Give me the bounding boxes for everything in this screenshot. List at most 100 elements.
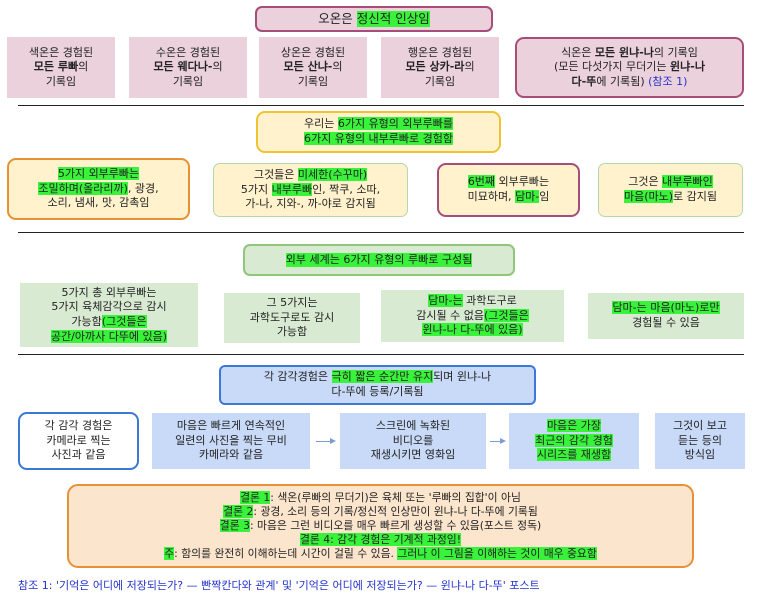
five-gross-l3a: 가능함: [71, 315, 102, 328]
arrow-right-2: [490, 438, 506, 444]
five-gross-l3b: (그것들은: [101, 315, 147, 328]
conclusion-1: 결론 1: 색온(루빠의 무더기)은 육체 또는 '루빠의 집합'이 아님: [164, 490, 597, 505]
dhamma-not-monitored-box: 담마-는 과학도구로 감시될 수 없음(그것들은 윈냐-나 다-뚜에 있음): [381, 290, 564, 342]
mind-replay-l2: 최근의 감각 경험: [535, 433, 613, 447]
mind-replay-l1: 마음은 가장: [546, 419, 602, 433]
subtle-internal-l2a: 5가지: [240, 182, 272, 196]
movie-camera-l3: 카메라와 같음: [198, 448, 264, 462]
scientific-tools-l2: 과학도구로도 감시: [249, 310, 335, 324]
dhamma-not-monitored-l3: 윈냐-나 다-뚜에 있음): [422, 323, 523, 337]
seeing-hearing-box: 그것이 보고 듣는 등의 방식임: [655, 413, 745, 469]
dhamma-not-monitored-l1b: 과학도구로: [462, 294, 517, 308]
aggregate-consciousness-l3a: 다-뚜: [571, 74, 597, 88]
camera-photo-box: 각 감각 경험은 카메라로 찍는 사진과 같음: [18, 412, 139, 470]
aggregate-consciousness-l2a: (모든 다섯가지 무더기는: [554, 60, 671, 74]
conclusion-4-text: 결론 4: 감각 경험은 기계적 과정임!: [299, 533, 462, 547]
five-external-rupa-box: 5가지 외부루빠는 조밀하며(올라리까), 광경, 소리, 냄새, 맛, 감촉임: [7, 158, 190, 220]
separator-3: [18, 354, 744, 355]
sixth-external-l1b: 외부루빠는: [495, 175, 550, 189]
movie-camera-l2: 일련의 사진을 찍는 무비: [175, 433, 287, 447]
mind-internal-l1b: 내부루빠인: [662, 175, 713, 189]
conclusion-2: 결론 2: 광경, 소리 등의 기록/정신적 인상만이 윈냐-나 다-뚜에 기록…: [164, 504, 597, 519]
dhamma-not-monitored-line3: 윈냐-나 다-뚜에 있음): [416, 323, 529, 338]
separator-1: [18, 105, 744, 106]
movie-camera-box: 마음은 빠르게 연속적인 일련의 사진을 찍는 무비 카메라와 같음: [152, 413, 310, 469]
subtle-internal-rupa-box: 그것들은 미세한(수꾸마) 5가지 내부루빠인, 짝쿠, 소따, 가-나, 지와…: [213, 163, 408, 217]
five-external-l1: 5가지 외부루빠는: [57, 167, 140, 181]
conclusion-3: 결론 3: 마음은 그런 비디오를 매우 빠르게 생성할 수 있음(포스트 정독…: [164, 518, 597, 533]
video-playback-box: 스크린에 녹화된 비디오를 재생시키면 영화임: [340, 413, 486, 469]
aggregate-form-line1: 색온은 경험된: [28, 45, 94, 59]
conclusion-2-text: : 광경, 소리 등의 기록/정신적 인상만이 윈냐-나 다-뚜에 기록됨: [253, 504, 538, 518]
five-external-l3: 소리, 냄새, 맛, 감촉임: [47, 196, 150, 210]
aggregate-formations-suffix: 의: [464, 60, 475, 74]
aggregate-consciousness-line2: (모든 다섯가지 무더기는 윈냐-나: [554, 60, 705, 75]
aggregate-perception-line3: 기록임: [297, 74, 329, 88]
five-external-l2a: 조밀하며(올라리까): [38, 181, 128, 195]
six-rupa-line2: 6가지 유형의 내부루빠로 경험함: [303, 132, 454, 147]
video-playback-l3: 재생시키면 영화임: [370, 448, 456, 462]
sixth-external-l2b: 담마-: [515, 190, 540, 203]
aggregate-feeling-suffix: 의: [212, 60, 223, 74]
six-rupa-line1: 우리는 6가지 유형의 외부루빠를: [303, 117, 454, 132]
title-highlight: 정신적 인상임: [356, 10, 430, 28]
five-external-line1: 5가지 외부루빠는: [38, 167, 158, 182]
mind-replay-line3: 시리즈를 재생함: [535, 448, 613, 463]
video-playback-l1: 스크린에 녹화된: [375, 419, 451, 433]
five-gross-l1: 5가지 총 외부루빠는: [61, 285, 157, 299]
mind-replay-box: 마음은 가장 최근의 감각 경험 시리즈를 재생함: [509, 413, 639, 469]
six-rupa-l1a: 우리는: [303, 117, 338, 131]
seeing-hearing-l1: 그것이 보고: [672, 419, 728, 433]
seeing-hearing-l2: 듣는 등의: [678, 433, 722, 447]
conclusion-box: 결론 1: 색온(루빠의 무더기)은 육체 또는 '루빠의 집합'이 아님 결론…: [67, 484, 694, 568]
sense-experience-l1a: 각 감각경험은: [263, 370, 332, 384]
sense-experience-l1b: 극히 짧은 순간만 유지: [331, 370, 434, 384]
conclusion-1-label: 결론 1: [240, 490, 271, 504]
title-prefix: 오온은: [318, 10, 357, 26]
reference-link[interactable]: (참조 1): [648, 74, 688, 88]
six-rupa-box: 우리는 6가지 유형의 외부루빠를 6가지 유형의 내부루빠로 경험함: [256, 111, 501, 153]
camera-photo-l3: 사진과 같음: [51, 448, 106, 462]
sense-experience-l2: 다-뚜에 등록/기록됨: [331, 385, 424, 398]
aggregate-consciousness-l1c: 의 기록임: [653, 45, 698, 59]
subtle-internal-l3: 가-나, 지와-, 까-야로 감지됨: [245, 197, 376, 211]
aggregate-formations-line2: 모든 상카-라의: [405, 60, 474, 75]
aggregate-form-line3: 기록임: [45, 74, 77, 88]
aggregate-box-form: 색온은 경험된 모든 루빠의 기록임: [7, 37, 115, 98]
five-gross-rupa-box: 5가지 총 외부루빠는 5가지 육체감각으로 감시 가능함(그것들은 공간/아까…: [20, 283, 198, 347]
dhamma-mind-only-line1: 담마-는 마음(마노)로만: [612, 301, 720, 316]
five-external-line2: 조밀하며(올라리까), 광경,: [38, 181, 159, 197]
aggregate-consciousness-l3b: 에 기록됨): [596, 74, 649, 88]
separator-2: [18, 232, 744, 233]
title-box: 오온은 정신적 인상임: [255, 6, 493, 32]
aggregate-form-bold: 모든 루빠: [33, 60, 79, 74]
subtle-internal-line1: 그것들은 미세한(수꾸마): [241, 168, 380, 183]
mind-replay-line1: 마음은 가장: [535, 419, 613, 434]
mind-internal-l2a: 마음(마노): [623, 190, 674, 203]
scientific-tools-l3: 가능함: [276, 325, 308, 339]
conclusion-3-text: : 마음은 그런 비디오를 매우 빠르게 생성할 수 있음(포스트 정독): [249, 518, 542, 532]
aggregate-box-consciousness: 식온은 모든 윈냐-나의 기록임 (모든 다섯가지 무더기는 윈냐-나 다-뚜에…: [515, 37, 744, 98]
five-external-l2b: , 광경,: [127, 181, 159, 195]
six-rupa-l2: 6가지 유형의 내부루빠로 경험함: [303, 132, 454, 145]
five-gross-line4: 공간/아까사 다뚜에 있음): [50, 329, 168, 345]
subtle-internal-l1b: 미세한(수꾸마): [297, 168, 368, 182]
aggregate-box-feeling: 수온은 경험된 모든 웨다나-의 기록임: [129, 37, 247, 98]
mind-internal-rupa-box: 그것은 내부루빠인 마음(마노)로 감지됨: [598, 163, 743, 217]
aggregate-consciousness-line3: 다-뚜에 기록됨) (참조 1): [554, 75, 705, 90]
aggregate-perception-bold: 모든 산냐-: [283, 60, 333, 74]
dhamma-not-monitored-line2: 감시될 수 없음(그것들은: [416, 308, 529, 324]
sixth-external-l2c: 임: [539, 190, 550, 203]
conclusion-1-text: : 색온(루빠의 무더기)은 육체 또는 '루빠의 집합'이 아님: [270, 490, 521, 504]
footnote-reference[interactable]: 참조 1: '기억은 어디에 저장되는가? — 빤짝칸다와 관계' 및 '기억은…: [18, 579, 540, 592]
conclusion-note: 주: 함의를 완전히 이해하는데 시간이 걸릴 수 있음. 그러나 이 그림을 …: [164, 547, 597, 561]
mind-internal-l1a: 그것은: [628, 175, 663, 189]
aggregate-consciousness-l2b: 윈냐-나: [670, 60, 705, 74]
dhamma-not-monitored-l1a: 담마-는: [428, 294, 463, 308]
aggregate-perception-suffix: 의: [332, 60, 343, 74]
movie-camera-l1: 마음은 빠르게 연속적인: [176, 419, 286, 433]
aggregate-consciousness-l1a: 식온은: [561, 45, 595, 59]
aggregate-feeling-bold: 모든 웨다나-: [153, 60, 213, 74]
sixth-external-line1: 6번째 외부루빠는: [467, 175, 550, 190]
aggregate-feeling-line1: 수온은 경험된: [155, 45, 221, 59]
